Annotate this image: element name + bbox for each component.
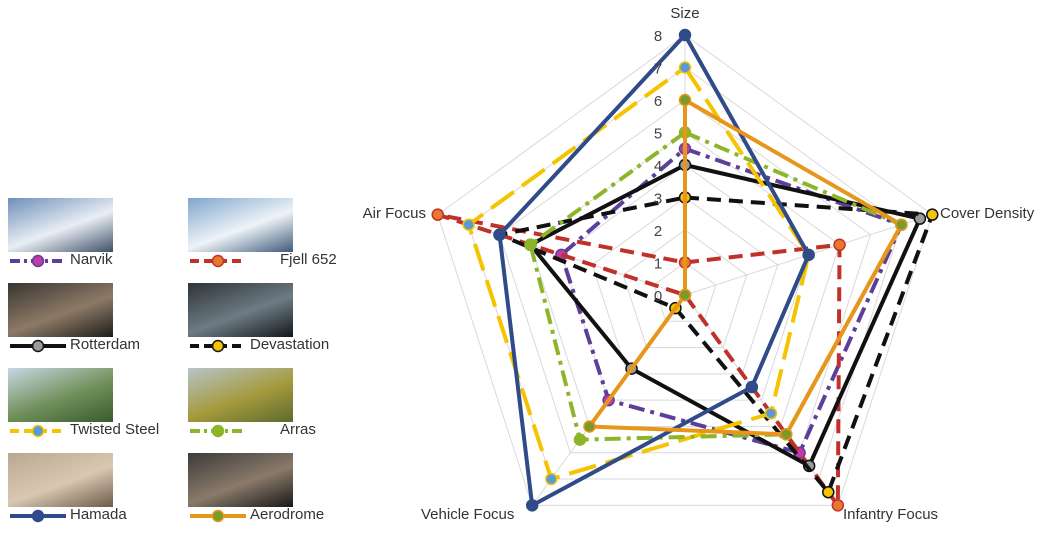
legend-label: Arras: [280, 421, 316, 438]
data-point: [583, 420, 596, 433]
axis-label: Vehicle Focus: [421, 506, 514, 523]
map-thumbnail: [188, 198, 293, 252]
grid-ring: [437, 34, 933, 506]
data-point: [493, 228, 506, 241]
tick-label: 2: [654, 223, 662, 240]
series-line-twisted-steel: [466, 65, 811, 482]
legend-line-icon: [10, 509, 66, 523]
legend-item[interactable]: Rotterdam: [0, 283, 175, 363]
legend-label: Narvik: [70, 251, 113, 268]
legend-label: Devastation: [250, 336, 330, 353]
legend-item[interactable]: Devastation: [180, 283, 355, 363]
series-line-fjell-652: [435, 212, 842, 508]
tick-label: 8: [654, 28, 662, 45]
tick-label: 1: [654, 256, 662, 273]
legend-item[interactable]: Aerodrome: [180, 453, 355, 533]
legend-marker: [211, 509, 225, 523]
data-point: [779, 428, 793, 441]
legend-line-icon: [10, 254, 66, 268]
legend-item[interactable]: Narvik: [0, 198, 175, 278]
legend-line-icon: [190, 424, 246, 438]
legend-line-icon: [10, 339, 66, 353]
data-point: [678, 288, 692, 302]
legend-line-icon: [190, 254, 246, 268]
axis-label: Cover Density: [940, 205, 1035, 222]
data-point: [525, 499, 539, 512]
tick-label: 0: [654, 288, 662, 305]
tick-label: 6: [654, 93, 662, 110]
map-thumbnail: [8, 198, 113, 252]
data-point: [745, 380, 759, 394]
series-line-devastation: [497, 195, 935, 495]
series-line-narvik: [559, 146, 904, 455]
tick-label: 3: [654, 191, 662, 208]
legend-marker: [211, 254, 225, 268]
map-thumbnail: [188, 453, 293, 507]
data-point: [573, 433, 587, 446]
legend-item[interactable]: Hamada: [0, 453, 175, 533]
series-line-arras: [528, 130, 904, 442]
map-thumbnail: [8, 283, 113, 337]
axis-label: Infantry Focus: [843, 506, 938, 523]
data-point: [822, 485, 835, 499]
grid-ring: [498, 99, 872, 454]
legend-label: Fjell 652: [280, 251, 337, 268]
axis-label: Size: [670, 5, 699, 22]
legend-label: Rotterdam: [70, 336, 141, 353]
data-point: [678, 28, 692, 42]
map-thumbnail: [188, 283, 293, 337]
map-thumbnail: [8, 453, 113, 507]
data-point: [462, 218, 475, 231]
legend-marker: [31, 509, 45, 523]
series-line-hamada: [497, 33, 811, 508]
data-point: [431, 208, 444, 221]
data-point: [913, 212, 927, 225]
legend-item[interactable]: Twisted Steel: [0, 368, 175, 448]
data-point: [764, 407, 778, 420]
legend-item[interactable]: Fjell 652: [180, 198, 355, 278]
radar-series: [431, 28, 939, 512]
legend-label: Aerodrome: [250, 506, 325, 523]
data-point: [802, 248, 815, 262]
legend-line-icon: [190, 339, 246, 353]
series-line-rotterdam: [528, 163, 922, 468]
data-point: [678, 61, 692, 74]
legend-line-icon: [10, 424, 66, 438]
data-point: [833, 238, 846, 252]
legend-marker: [31, 424, 45, 438]
tick-label: 5: [654, 126, 662, 143]
data-point: [545, 472, 558, 486]
axis-label: Air Focus: [363, 205, 426, 222]
legend-marker: [31, 254, 45, 268]
legend-item[interactable]: Arras: [180, 368, 355, 448]
grid-ring: [529, 131, 841, 427]
tick-label: 7: [654, 61, 662, 78]
series-line-aerodrome: [587, 98, 904, 437]
data-point: [678, 93, 692, 107]
legend-label: Hamada: [70, 506, 127, 523]
grid-ring: [622, 229, 748, 349]
data-point: [831, 499, 845, 512]
legend-label: Twisted Steel: [70, 421, 160, 438]
data-point: [524, 238, 537, 252]
legend-marker: [211, 339, 225, 353]
tick-label: 4: [654, 158, 662, 175]
legend-marker: [211, 424, 225, 438]
legend-marker: [31, 339, 45, 353]
map-thumbnail: [8, 368, 113, 422]
data-point: [895, 218, 908, 231]
legend-line-icon: [190, 509, 246, 523]
map-thumbnail: [188, 368, 293, 422]
grid-ring: [653, 261, 717, 322]
data-point: [926, 208, 939, 221]
